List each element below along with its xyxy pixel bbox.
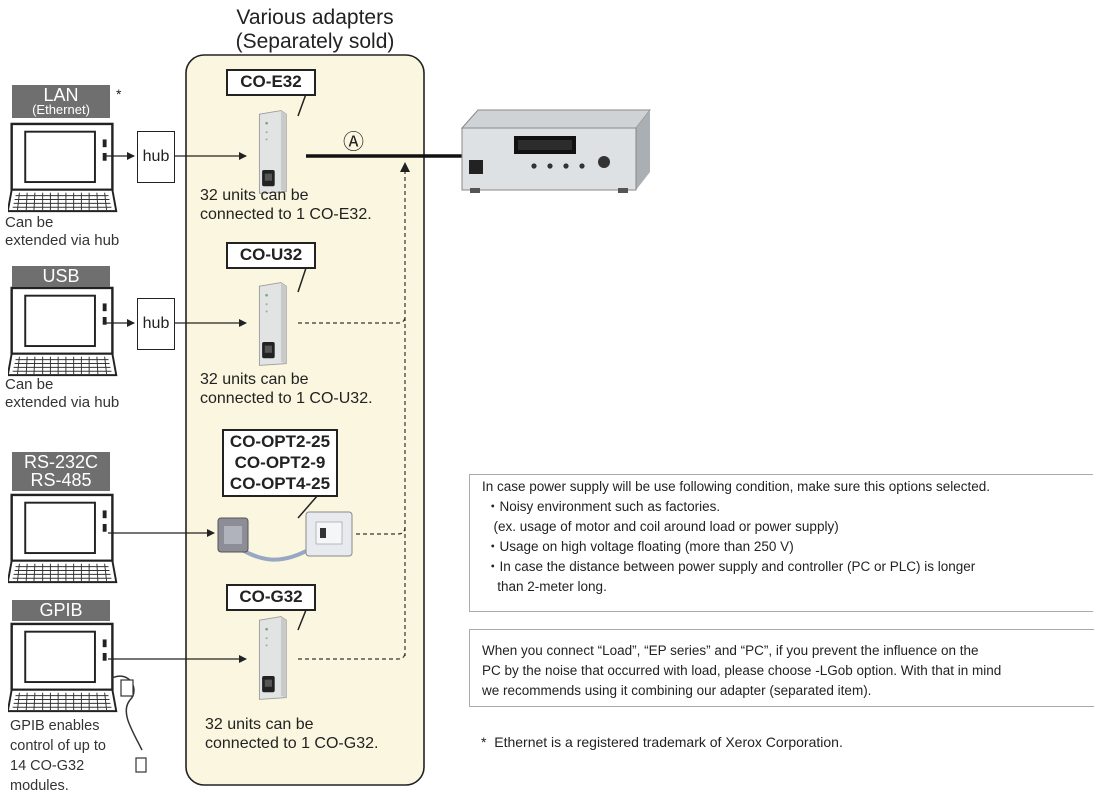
- co-g32-units-line2: connected to 1 CO-G32.: [205, 735, 379, 752]
- info-box-1-item-2: (ex. usage of motor and coil around load…: [486, 519, 839, 534]
- lan-hub-label: hub: [142, 148, 170, 165]
- co-u32-device-icon: [258, 282, 287, 366]
- gpib-note: GPIB enables control of up to 14 CO-G32 …: [10, 716, 106, 796]
- usb-hub-box: hub: [137, 298, 175, 350]
- info-box-2-line-1: When you connect “Load”, “EP series” and…: [482, 643, 979, 658]
- co-e32-units-line1: 32 units can be: [200, 187, 309, 204]
- info-box-noise-conditions: In case power supply will be use followi…: [469, 474, 1093, 612]
- rs-label-line1: RS-232C: [23, 452, 99, 472]
- info-box-1-intro: In case power supply will be use followi…: [482, 479, 991, 494]
- co-opt-label: CO-OPT2-25 CO-OPT2-9 CO-OPT4-25: [222, 429, 338, 497]
- connection-marker: Ⓐ: [343, 131, 364, 154]
- usb-note-line2: extended via hub: [5, 394, 120, 411]
- co-opt-device-icon: [217, 511, 353, 562]
- info-box-1-item-3: ・Usage on high voltage floating (more th…: [486, 539, 794, 554]
- co-u32-name: CO-U32: [239, 245, 303, 264]
- co-e32-name: CO-E32: [240, 72, 302, 91]
- lan-port-label: LAN (Ethernet): [12, 85, 110, 118]
- co-u32-units-text: 32 units can be connected to 1 CO-U32.: [200, 370, 373, 408]
- lan-note: Can be extended via hub: [5, 214, 119, 250]
- gpib-note-line3: 14 CO-G32: [10, 758, 85, 774]
- rs-label-line2: RS-485: [30, 470, 92, 490]
- co-g32-label: CO-G32: [226, 584, 316, 611]
- info-box-1-item-5: than 2-meter long.: [486, 579, 607, 594]
- rs-port-label: RS-232C RS-485: [12, 452, 110, 491]
- co-u32-units-line1: 32 units can be: [200, 371, 309, 388]
- lan-note-line2: extended via hub: [5, 232, 120, 249]
- info-box-1-item-4: ・In case the distance between power supp…: [486, 559, 976, 574]
- lan-label-text: LAN: [43, 85, 79, 105]
- pc-lan-icon: [8, 122, 118, 213]
- arrow-dashed-up-icon: [400, 162, 410, 172]
- co-opt-name-2: CO-OPT2-9: [234, 453, 326, 472]
- co-opt-name-3: CO-OPT4-25: [229, 474, 331, 493]
- co-e32-units-line2: connected to 1 CO-E32.: [200, 206, 372, 223]
- pc-usb-icon: [8, 286, 118, 377]
- lan-sub-label: (Ethernet): [32, 102, 90, 117]
- gpib-cable-icon: [111, 675, 143, 751]
- usb-label-text: USB: [42, 266, 80, 286]
- co-e32-device-icon: [258, 110, 287, 194]
- adapters-panel: [185, 54, 425, 786]
- info-box-2-line-3: we recommends using it combining our ada…: [482, 683, 872, 698]
- co-g32-device-icon: [258, 616, 287, 700]
- panel-title: Various adapters (Separately sold): [150, 6, 480, 54]
- pc-rs-icon: [8, 493, 118, 584]
- info-box-1-item-1: ・Noisy environment such as factories.: [486, 499, 721, 514]
- co-u32-units-line2: connected to 1 CO-U32.: [200, 390, 373, 407]
- info-box-lgob-option: When you connect “Load”, “EP series” and…: [469, 629, 1094, 707]
- usb-note-line1: Can be: [5, 376, 54, 393]
- panel-title-line2: (Separately sold): [235, 30, 395, 53]
- co-g32-units-text: 32 units can be connected to 1 CO-G32.: [205, 715, 378, 753]
- gpib-note-line1: GPIB enables: [10, 718, 100, 734]
- lan-asterisk: *: [116, 86, 122, 102]
- co-e32-label: CO-E32: [226, 69, 316, 96]
- co-u32-label: CO-U32: [226, 242, 316, 269]
- lan-hub-box: hub: [137, 131, 175, 183]
- co-g32-name: CO-G32: [239, 587, 303, 606]
- co-e32-units-text: 32 units can be connected to 1 CO-E32.: [200, 186, 372, 224]
- gpib-note-line4: modules.: [10, 778, 69, 794]
- lan-note-line1: Can be: [5, 214, 54, 231]
- pc-gpib-icon: [8, 622, 118, 713]
- gpib-label-text: GPIB: [39, 600, 83, 620]
- usb-port-label: USB: [12, 266, 110, 287]
- usb-note: Can be extended via hub: [5, 376, 119, 412]
- panel-title-line1: Various adapters: [236, 6, 394, 29]
- usb-hub-label: hub: [142, 315, 170, 332]
- power-supply-device-icon: [460, 109, 652, 193]
- co-opt-name-1: CO-OPT2-25: [229, 432, 331, 451]
- info-box-2-line-2: PC by the noise that occurred with load,…: [482, 663, 1002, 678]
- gpib-note-line2: control of up to: [10, 738, 106, 754]
- dashed-chain: [298, 170, 406, 660]
- ethernet-trademark-footnote: * Ethernet is a registered trademark of …: [481, 734, 843, 750]
- gpib-port-label: GPIB: [12, 600, 110, 621]
- co-g32-units-line1: 32 units can be: [205, 716, 314, 733]
